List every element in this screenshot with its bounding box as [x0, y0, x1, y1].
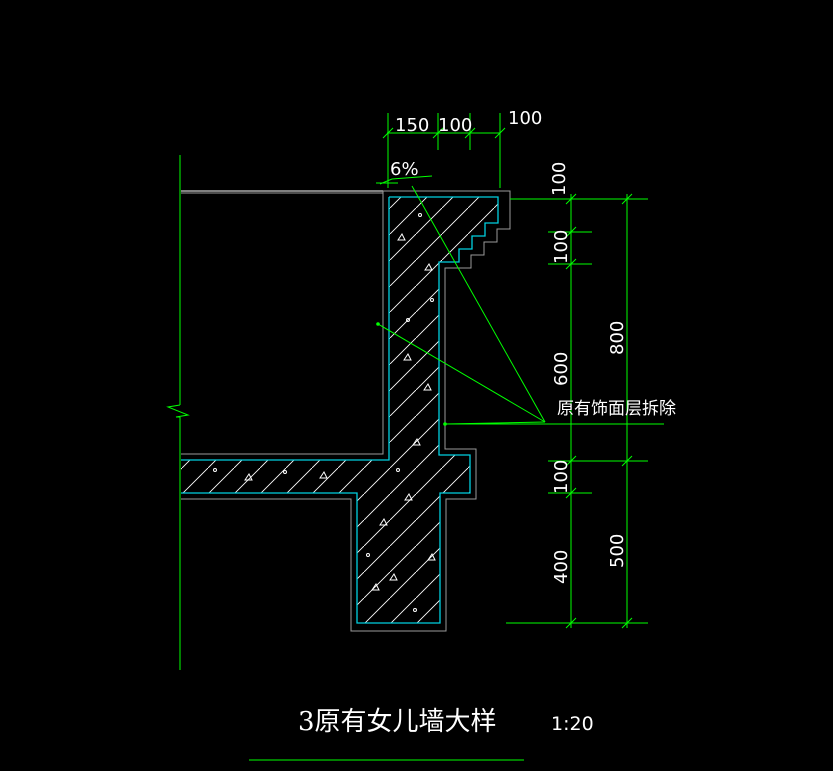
finish-layer-outline — [181, 196, 499, 624]
concrete-section — [181, 190, 511, 632]
roof-top-line — [181, 190, 383, 194]
dim-100-a: 100 — [438, 115, 472, 136]
dim-right-400: 400 — [551, 550, 572, 584]
slope-label: 6% — [390, 159, 419, 180]
slope-mark: 6% — [376, 159, 433, 185]
dim-right-600: 600 — [551, 352, 572, 386]
annotation-leaders: 原有饰面层拆除 — [376, 185, 676, 426]
dim-right-100-low: 100 — [551, 460, 572, 494]
annotation-label: 原有饰面层拆除 — [557, 399, 676, 419]
title-scale: 1:20 — [551, 713, 594, 735]
left-break-line — [166, 155, 190, 670]
dim-right-500: 500 — [607, 534, 628, 568]
top-dimensions: 150 100 100 — [382, 108, 542, 188]
concrete-outline — [181, 190, 511, 632]
drawing-title: 3原有女儿墙大样 1:20 — [249, 707, 594, 761]
dim-150: 150 — [395, 115, 429, 136]
dim-right-100-mid: 100 — [551, 230, 572, 264]
dim-right-100-top: 100 — [549, 162, 570, 196]
dim-100-b: 100 — [508, 108, 542, 129]
dim-right-800: 800 — [607, 321, 628, 355]
title-text: 3原有女儿墙大样 — [298, 707, 497, 737]
right-dimensions: 100 100 600 800 100 400 500 — [445, 162, 664, 629]
